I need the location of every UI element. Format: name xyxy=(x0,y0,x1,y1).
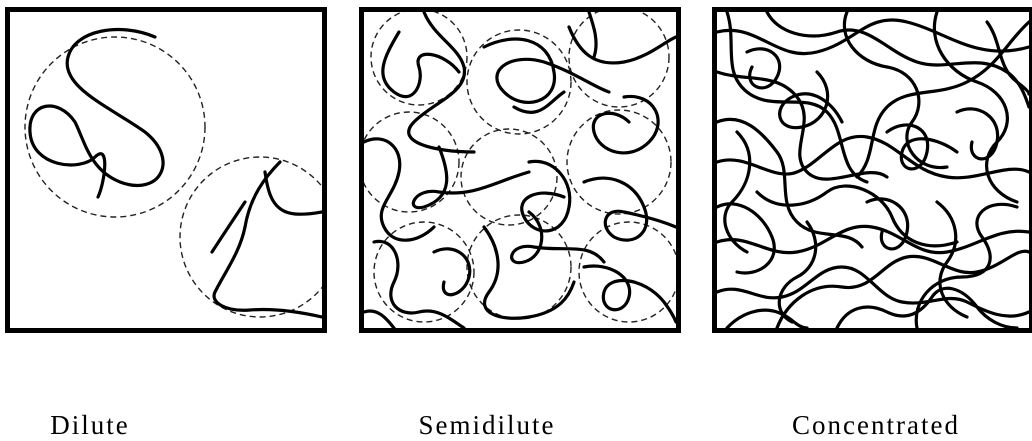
concentrated-chain xyxy=(717,134,1029,180)
semidilute-chain xyxy=(520,159,572,233)
concentrated-chain xyxy=(777,220,818,324)
concentrated-chain xyxy=(885,123,959,171)
semidilute-chain xyxy=(482,225,576,320)
concentrated-diagram xyxy=(717,12,1029,328)
concentrated-chain xyxy=(717,18,1029,56)
semidilute-blob xyxy=(364,111,460,213)
semidilute-blob xyxy=(466,214,572,320)
concentrated-chain xyxy=(717,265,1029,318)
semidilute-chain xyxy=(407,12,476,154)
dilute-chain-2 xyxy=(212,160,322,319)
dilute-chain-4 xyxy=(263,170,322,216)
semidilute-chain xyxy=(510,210,606,265)
dilute-diagram xyxy=(24,27,322,319)
semidilute-chain xyxy=(567,25,676,65)
semidilute-blob xyxy=(466,29,572,135)
concentrated-chain xyxy=(717,70,889,181)
concentrated-chain xyxy=(717,202,776,275)
concentrated-chain xyxy=(842,12,949,170)
concentrated-label: Concentrated xyxy=(792,410,960,440)
concentrated-chain xyxy=(717,117,864,249)
semidilute-label: Semidilute xyxy=(418,410,556,440)
dilute-chain-3 xyxy=(210,200,247,254)
semidilute-chain xyxy=(582,264,676,324)
concentrated-chain xyxy=(745,47,782,90)
concentrated-chain xyxy=(932,12,1019,204)
semidilute-blob xyxy=(460,128,558,226)
dilute-coil-blob-1 xyxy=(24,36,206,218)
concentrated-chain xyxy=(717,224,1029,255)
semidilute-chain xyxy=(482,37,611,104)
semidilute-blob xyxy=(373,221,475,323)
semidilute-chain xyxy=(381,30,461,99)
concentrated-chain xyxy=(725,12,869,184)
concentrated-chain xyxy=(935,200,969,319)
concentrated-chain xyxy=(725,308,809,328)
concentrated-chain xyxy=(985,20,1029,96)
concentrated-chain xyxy=(914,202,1019,328)
semidilute-chain xyxy=(364,137,436,242)
semidilute-chain xyxy=(411,145,531,210)
semidilute-chain xyxy=(512,90,566,114)
semidilute-chain xyxy=(372,239,466,328)
dilute-coil-blob-2 xyxy=(179,156,322,318)
semidilute-blob xyxy=(578,221,676,323)
concentrated-panel xyxy=(712,7,1032,333)
semidilute-chain xyxy=(582,176,676,242)
concentrated-chain xyxy=(865,197,910,251)
semidilute-blob xyxy=(566,109,672,215)
concentrated-chain xyxy=(835,286,1019,328)
semidilute-chain xyxy=(591,94,660,155)
dilute-label: Dilute xyxy=(50,410,130,440)
semidilute-chain xyxy=(432,247,472,297)
semidilute-blob xyxy=(568,12,670,108)
semidilute-blob xyxy=(370,12,468,106)
concentrated-chain xyxy=(723,130,752,254)
concentrated-chain xyxy=(778,70,844,130)
dilute-panel xyxy=(5,7,327,333)
semidilute-chain xyxy=(364,309,396,328)
semidilute-chain xyxy=(587,12,598,59)
concentrated-chain xyxy=(755,184,959,248)
concentrated-chain xyxy=(955,107,1000,161)
semidilute-diagram xyxy=(364,12,676,328)
dilute-chain-1 xyxy=(28,27,165,199)
semidilute-panel xyxy=(359,7,681,333)
